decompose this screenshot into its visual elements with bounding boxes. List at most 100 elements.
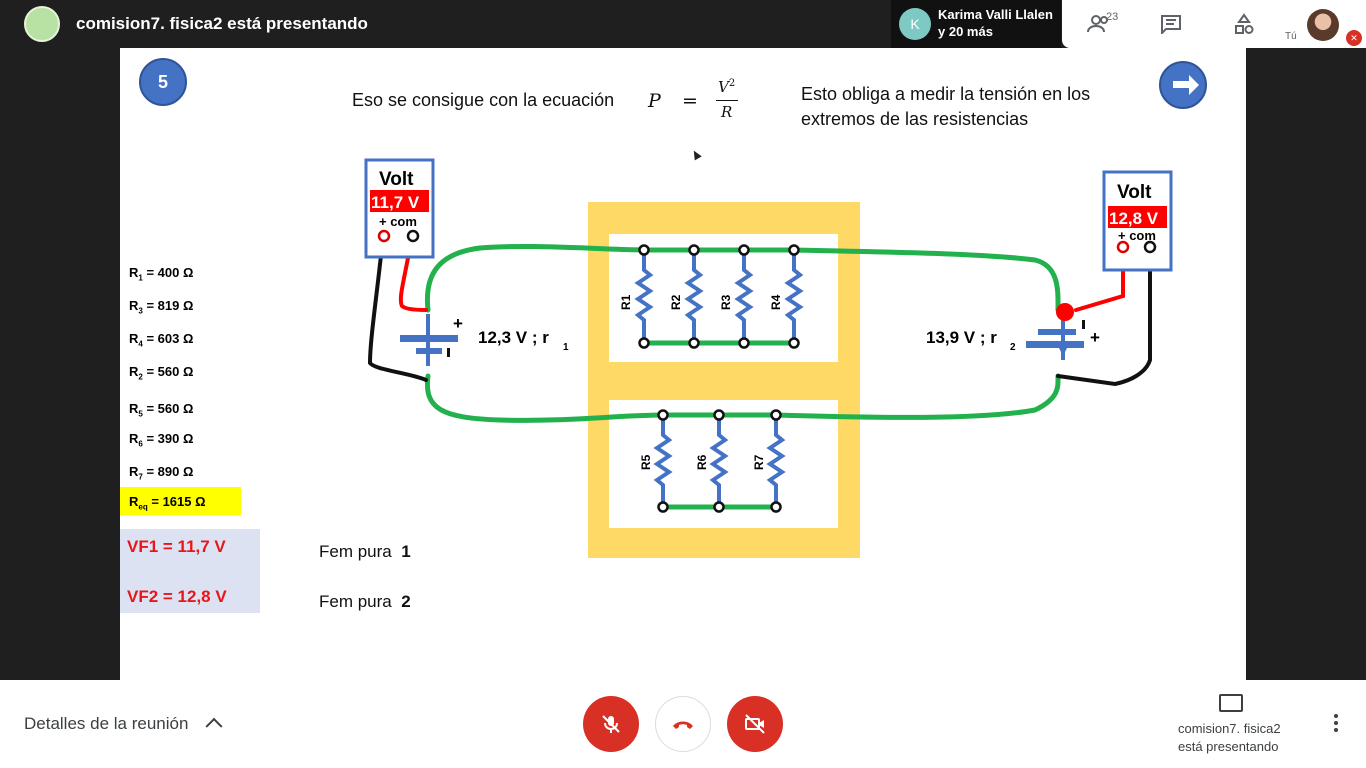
left-battery-plus: + bbox=[453, 314, 463, 333]
camera-off-icon bbox=[745, 714, 765, 734]
circuit-diagram: R1 R2 R3 R4 R5 R6 R7 bbox=[364, 158, 1173, 558]
r-name: R bbox=[129, 331, 139, 346]
mic-off-icon bbox=[602, 715, 620, 733]
fem-pura-2: Fem pura 2 bbox=[319, 592, 411, 612]
equation-intro: Eso se consigue con la ecuación bbox=[352, 90, 615, 110]
formula-lhs: P bbox=[648, 90, 661, 112]
participant-avatar: K bbox=[899, 8, 931, 40]
r-value: = 603 Ω bbox=[146, 331, 194, 346]
left-voltmeter-reading: 11,7 V bbox=[371, 193, 420, 212]
hangup-button[interactable] bbox=[655, 696, 711, 752]
present-screen-icon[interactable] bbox=[1219, 694, 1243, 712]
r-value: = 890 Ω bbox=[146, 464, 194, 479]
resistance-r1: R1 = 400 Ω bbox=[129, 265, 193, 283]
left-source-sub: 1 bbox=[563, 342, 569, 353]
right-source-sub: 2 bbox=[1010, 342, 1016, 353]
r-sub: 5 bbox=[138, 409, 143, 419]
r-name: R bbox=[129, 401, 139, 416]
formula-v: V bbox=[718, 78, 729, 96]
r-name: R bbox=[129, 431, 139, 446]
resistor-label-r3: R3 bbox=[719, 294, 733, 310]
r-sub: 4 bbox=[138, 339, 143, 349]
equivalent-resistance: Req = 1615 Ω bbox=[129, 494, 206, 512]
participant-more-line: y 20 más bbox=[938, 24, 993, 39]
resistor-label-r5: R5 bbox=[639, 454, 653, 470]
resistance-r5: R5 = 560 Ω bbox=[129, 401, 193, 419]
resistor-label-r2: R2 bbox=[669, 294, 683, 310]
resistance-r6: R6 = 390 Ω bbox=[129, 431, 193, 449]
resistance-r7: R7 = 890 Ω bbox=[129, 464, 193, 482]
presenter-avatar bbox=[24, 6, 60, 42]
power-formula: P = V2 R bbox=[648, 78, 748, 126]
r-value: = 819 Ω bbox=[146, 298, 194, 313]
measurement-note: Esto obliga a medir la tensión en los ex… bbox=[801, 84, 1091, 129]
r-name: R bbox=[129, 464, 139, 479]
right-voltmeter-reading: 12,8 V bbox=[1109, 209, 1159, 228]
right-voltmeter-pins: + com bbox=[1118, 228, 1156, 243]
r-value: = 560 Ω bbox=[146, 364, 194, 379]
right-battery-plus: + bbox=[1090, 328, 1100, 347]
right-voltmeter bbox=[1102, 170, 1173, 272]
bottom-bar: Detalles de la reunión comision7. fisica… bbox=[0, 680, 1366, 768]
presenting-status: comision7. fisica2 está presentando bbox=[1178, 720, 1281, 756]
left-voltmeter-title: Volt bbox=[379, 169, 414, 190]
r-value: = 400 Ω bbox=[146, 265, 194, 280]
req-name: R bbox=[129, 494, 139, 509]
activities-icon[interactable] bbox=[1230, 10, 1258, 38]
fem-num: 2 bbox=[401, 592, 411, 611]
r-sub: 7 bbox=[138, 472, 143, 482]
phone-hangup-icon bbox=[673, 721, 693, 729]
presenting-line1: comision7. fisica2 bbox=[1178, 721, 1281, 736]
participant-name-line: Karima Valli Llalen bbox=[938, 7, 1053, 22]
people-icon[interactable] bbox=[1085, 10, 1113, 38]
r-name: R bbox=[129, 265, 139, 280]
r-sub: 6 bbox=[138, 439, 143, 449]
presenting-line2: está presentando bbox=[1178, 739, 1279, 754]
participant-name: Karima Valli Llalen y 20 más bbox=[938, 6, 1053, 40]
resistor-label-r4: R4 bbox=[769, 294, 783, 310]
probe-leads bbox=[367, 234, 1152, 387]
fem-num: 1 bbox=[401, 542, 411, 561]
chevron-up-icon[interactable] bbox=[205, 717, 223, 735]
formula-denominator: R bbox=[721, 103, 733, 121]
vf2-value: VF2 = 12,8 V bbox=[127, 587, 227, 606]
right-voltmeter-title: Volt bbox=[1117, 182, 1152, 203]
mic-toggle-button[interactable] bbox=[583, 696, 639, 752]
bottom-resistors bbox=[653, 415, 786, 508]
req-value: = 1615 Ω bbox=[151, 494, 206, 509]
formula-numerator: V2 bbox=[718, 78, 735, 96]
resistance-r2: R2 = 560 Ω bbox=[129, 364, 193, 382]
self-mic-muted-icon: ✕ bbox=[1346, 30, 1362, 46]
self-avatar bbox=[1307, 9, 1339, 41]
req-sub: eq bbox=[138, 502, 148, 512]
r-sub: 3 bbox=[138, 306, 143, 316]
meeting-details-button[interactable]: Detalles de la reunión bbox=[24, 714, 189, 733]
fem-pura-1: Fem pura 1 bbox=[319, 542, 411, 562]
bottom-terminals bbox=[657, 409, 782, 513]
r-sub: 1 bbox=[138, 273, 143, 283]
self-label: Tú bbox=[1285, 31, 1297, 42]
vf-panel bbox=[120, 529, 260, 613]
camera-toggle-button[interactable] bbox=[727, 696, 783, 752]
fem-label: Fem pura bbox=[319, 542, 392, 561]
fem-label: Fem pura bbox=[319, 592, 392, 611]
right-battery bbox=[1026, 303, 1085, 360]
more-options-icon[interactable] bbox=[1330, 714, 1342, 734]
presentation-slide: 5 Eso se consigue con la ecuación P = V2… bbox=[120, 48, 1246, 680]
vf1-value: VF1 = 11,7 V bbox=[127, 537, 226, 556]
top-bar: comision7. fisica2 está presentando K Ka… bbox=[0, 0, 1366, 48]
resistor-label-r6: R6 bbox=[695, 454, 709, 470]
r-value: = 390 Ω bbox=[146, 431, 194, 446]
formula-equals: = bbox=[682, 90, 698, 112]
slide-number: 5 bbox=[139, 58, 187, 106]
participant-chip[interactable]: K Karima Valli Llalen y 20 más bbox=[891, 0, 1061, 48]
chat-icon[interactable] bbox=[1157, 10, 1185, 38]
presenter-title: comision7. fisica2 está presentando bbox=[76, 14, 368, 33]
fraction-bar bbox=[716, 100, 738, 101]
top-terminals bbox=[638, 244, 800, 349]
left-voltmeter bbox=[364, 158, 435, 259]
r-name: R bbox=[129, 364, 139, 379]
resistor-label-r7: R7 bbox=[752, 454, 766, 470]
left-voltmeter-pins: + com bbox=[379, 214, 417, 229]
